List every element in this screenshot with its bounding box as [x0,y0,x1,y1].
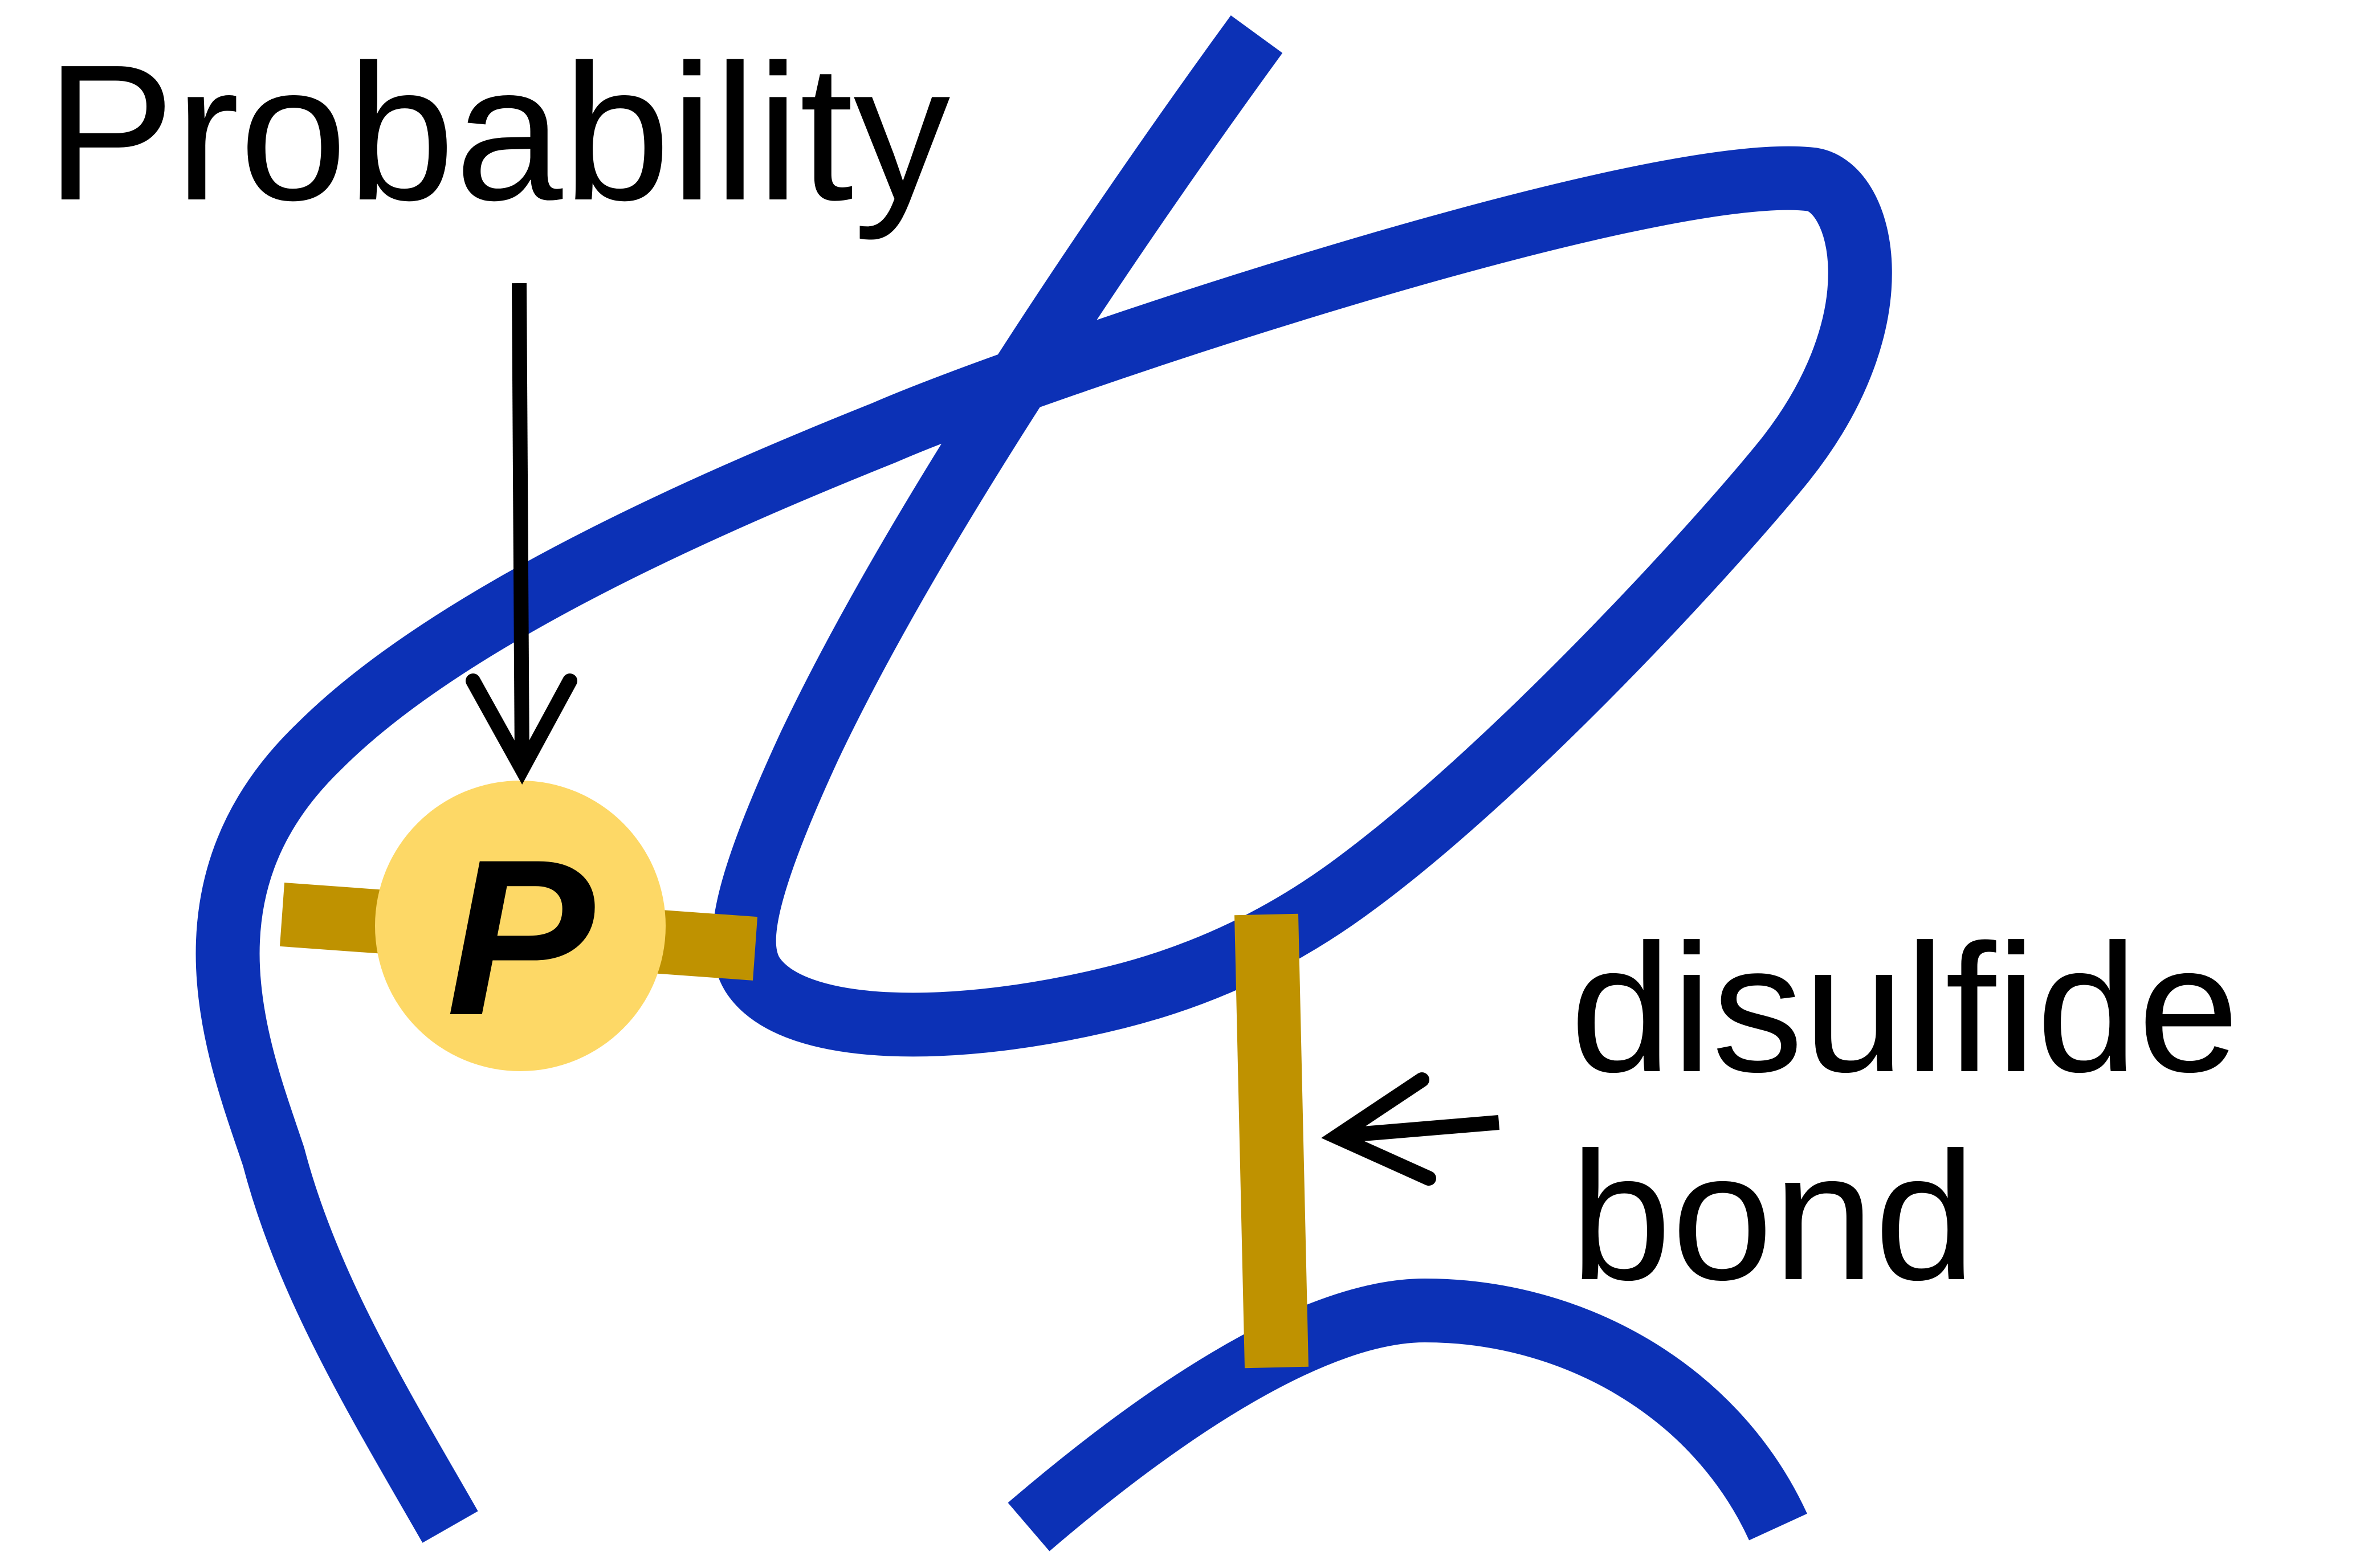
disulfide-bond-label-line2: bond [1570,1114,1976,1318]
probability-marker-letter: P [446,813,596,1061]
disulfide-bond-bar [1234,913,1309,1369]
disulfide-arrow-shaft [1341,1115,1500,1143]
disulfide-bond-label-line1: disulfide [1570,906,2239,1110]
probability-label: Probability [46,24,950,242]
probability-arrow-shaft [512,283,529,764]
protein-chain-main [195,15,1892,1543]
probability-arrow-head [466,673,577,785]
disulfide-arrow-head [1321,1072,1436,1186]
protein-chain-lower [1008,1278,1807,1551]
probability-marker [375,781,666,1071]
